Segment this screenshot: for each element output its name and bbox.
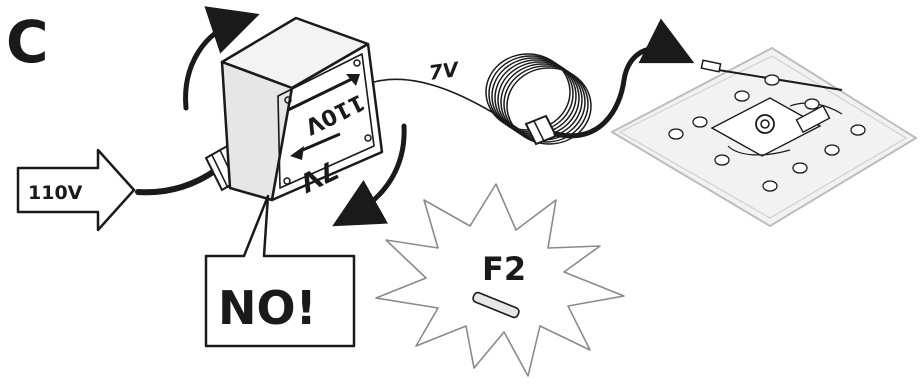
circuit-board <box>612 48 916 226</box>
fuse-starburst: F2 <box>376 184 624 376</box>
warning-callout: NO! <box>206 196 354 346</box>
cable-voltage-label: 7V <box>427 57 461 85</box>
warning-text: NO! <box>218 281 317 335</box>
input-voltage-label: 110V <box>28 182 83 204</box>
fuse-label: F2 <box>482 250 526 288</box>
junction-box: 110V 7V <box>222 18 382 200</box>
input-arrow: 110V <box>18 150 134 230</box>
input-cable <box>138 170 216 192</box>
step-letter: C <box>6 8 49 76</box>
